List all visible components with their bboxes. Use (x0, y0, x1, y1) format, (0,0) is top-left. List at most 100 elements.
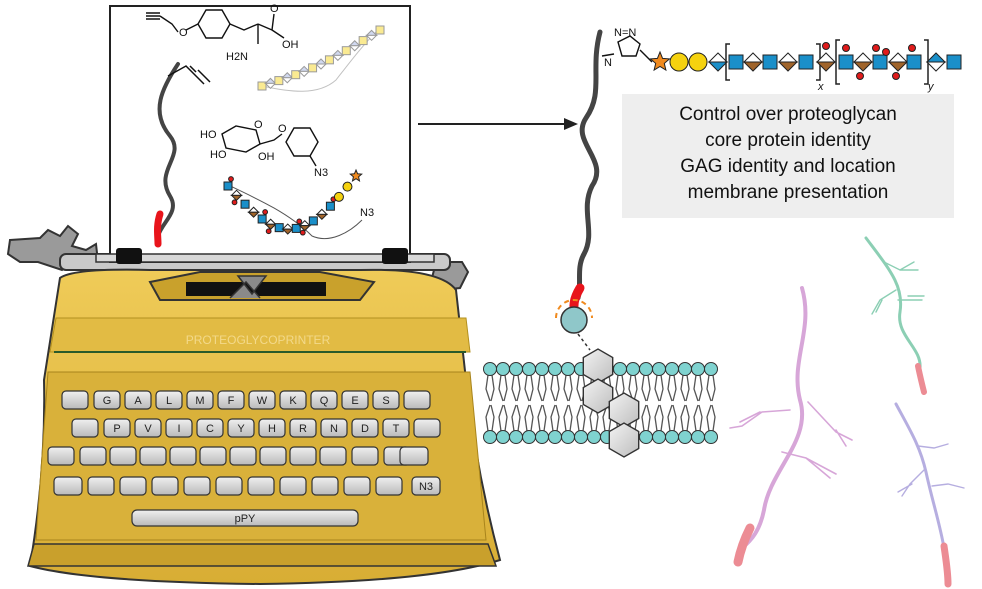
key-symbol-0[interactable] (47, 446, 75, 466)
lipid-pair (548, 362, 562, 444)
key-w-label: W (257, 395, 268, 407)
key-symbol-2[interactable] (109, 446, 137, 466)
brand-label: PROTEOGLYCOPRINTER (186, 333, 331, 347)
ho-label-2: HO (210, 149, 227, 161)
membrane-anchor-complex (555, 299, 640, 458)
key-t-2[interactable]: T (382, 418, 410, 438)
key-i-2-label: I (177, 423, 180, 435)
key-k-label: K (289, 395, 297, 407)
space-bar-key[interactable]: pPY (131, 509, 359, 527)
key-bottom-7[interactable] (311, 476, 339, 496)
brand-panel (49, 317, 471, 353)
aryl-o-label: O (278, 123, 287, 135)
key-i-2[interactable]: I (165, 418, 193, 438)
key-tab[interactable] (53, 476, 83, 496)
triazole-n-label: N (604, 57, 612, 69)
key-azide-label: N3 (419, 481, 433, 493)
key-m-label: M (195, 395, 204, 407)
key-symbol-9[interactable] (319, 446, 347, 466)
product-glycan-chain (649, 39, 962, 85)
key-h-2[interactable]: H (258, 418, 286, 438)
key-a-label: A (134, 395, 142, 407)
key-r-2[interactable]: R (289, 418, 317, 438)
key-symbol-10[interactable] (351, 446, 379, 466)
subscript-y: y (927, 81, 935, 93)
key-d-2[interactable]: D (351, 418, 379, 438)
triazole-linker (601, 35, 653, 63)
key-s-label: S (382, 395, 389, 407)
lipid-pair (665, 362, 679, 444)
lipid-pair (691, 362, 705, 444)
product-proteoglycan: N N=N x y (569, 27, 962, 323)
key-blank-r1-end[interactable] (403, 390, 431, 410)
key-symbol-7[interactable] (259, 446, 287, 466)
key-l[interactable]: L (155, 390, 183, 410)
key-f[interactable]: F (217, 390, 245, 410)
key-symbol-6[interactable] (229, 446, 257, 466)
key-r-2-label: R (299, 423, 307, 435)
lipid-pair (535, 362, 549, 444)
key-n-2[interactable]: N (320, 418, 348, 438)
key-p-2[interactable]: P (103, 418, 131, 438)
paper-rail (95, 253, 435, 263)
lipid-pair (496, 362, 510, 444)
ho-label-1: HO (200, 129, 217, 141)
anchor-hexagon-stack (582, 348, 640, 458)
key-symbol-8[interactable] (289, 446, 317, 466)
key-symbol-3[interactable] (139, 446, 167, 466)
key-bottom-2[interactable] (151, 476, 179, 496)
key-blank-r2-end[interactable] (413, 418, 441, 438)
lipid-pair (509, 362, 523, 444)
lipid-pair (483, 362, 497, 444)
lipid-pair (639, 362, 653, 444)
key-symbol-4[interactable] (169, 446, 197, 466)
aryl-azide-glycoside (221, 125, 319, 167)
key-bottom-8[interactable] (343, 476, 371, 496)
subscript-x: x (817, 81, 824, 93)
lipid-pair (522, 362, 536, 444)
key-y-2-label: Y (237, 423, 245, 435)
key-blank-r2-start[interactable] (71, 418, 99, 438)
key-bottom-5[interactable] (247, 476, 275, 496)
paper-protein-strand (156, 62, 180, 238)
key-f-label: F (228, 395, 235, 407)
lipid-pair (678, 362, 692, 444)
key-v-2[interactable]: V (134, 418, 162, 438)
faded-proteoglycan-pink (729, 286, 853, 567)
glycan-chain (223, 168, 363, 240)
key-k[interactable]: K (279, 390, 307, 410)
key-bottom-6[interactable] (279, 476, 307, 496)
paper-content: O O OH H2N HO HO OH O O N3 N3 (146, 3, 385, 248)
key-c-2[interactable]: C (196, 418, 224, 438)
key-bottom-0[interactable] (87, 476, 115, 496)
lipid-pair (652, 362, 666, 444)
key-e[interactable]: E (341, 390, 369, 410)
triazole-nn-label: N=N (614, 27, 636, 39)
key-blank-r3-end[interactable] (399, 446, 429, 466)
key-q[interactable]: Q (310, 390, 338, 410)
callout-line-4: membrane presentation (688, 182, 889, 203)
ring-o-label: O (254, 119, 263, 131)
key-e-label: E (351, 395, 358, 407)
key-s[interactable]: S (372, 390, 400, 410)
key-m[interactable]: M (186, 390, 214, 410)
ether-o-label: O (179, 27, 188, 39)
key-symbol-1[interactable] (79, 446, 107, 466)
key-bottom-3[interactable] (183, 476, 211, 496)
carbonyl-o-label: O (270, 3, 279, 15)
key-symbol-5[interactable] (199, 446, 227, 466)
core-protein-strand (575, 29, 603, 301)
key-bottom-1[interactable] (119, 476, 147, 496)
key-y-2[interactable]: Y (227, 418, 255, 438)
key-bottom-4[interactable] (215, 476, 243, 496)
key-bottom-9[interactable] (375, 476, 403, 496)
key-a[interactable]: A (124, 390, 152, 410)
key-w[interactable]: W (248, 390, 276, 410)
key-c-2-label: C (206, 423, 214, 435)
key-g[interactable]: G (93, 390, 121, 410)
key-blank-r1-start[interactable] (61, 390, 89, 410)
key-azide[interactable]: N3 (411, 476, 441, 496)
process-arrow (418, 118, 578, 130)
